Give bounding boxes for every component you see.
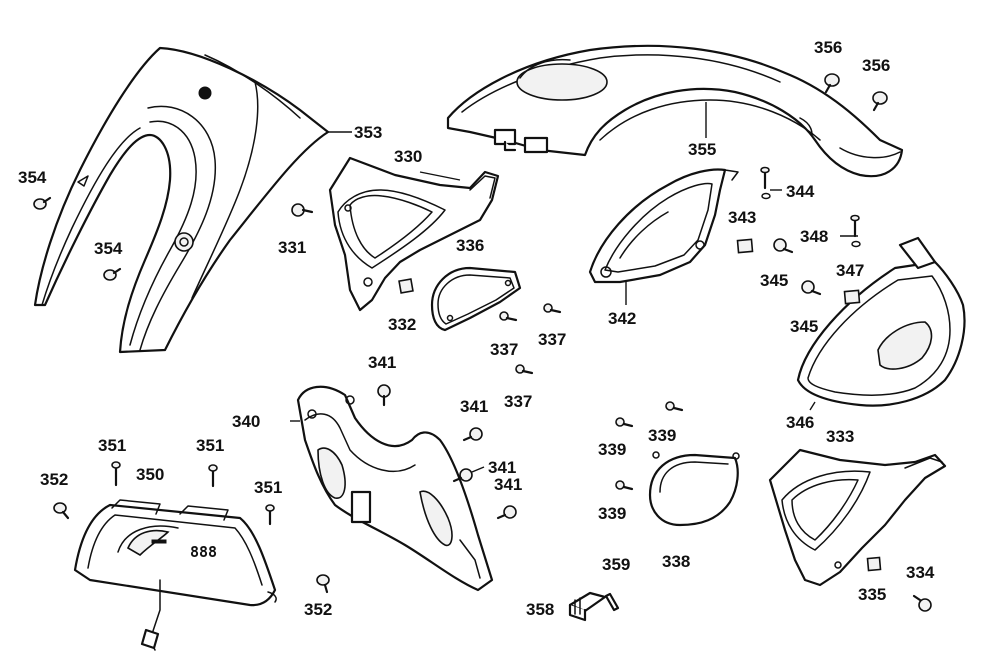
- part-right-upper-panel: [588, 168, 739, 284]
- part-number-341c: 341: [488, 458, 516, 477]
- screw-341b: [462, 427, 483, 442]
- part-number-350: 350: [136, 465, 164, 484]
- part-number-345b: 345: [790, 317, 818, 336]
- part-number-347: 347: [836, 261, 864, 280]
- part-left-lower-panel: [296, 385, 494, 592]
- bolt-348: [850, 214, 861, 248]
- screw-352a: [53, 502, 70, 520]
- nut-332: [398, 278, 414, 294]
- part-front-leg-shield: [33, 46, 330, 354]
- screw-356a: [824, 73, 840, 94]
- part-number-339b: 339: [648, 426, 676, 445]
- screw-337c: [515, 364, 534, 375]
- screw-352b: [316, 574, 330, 594]
- part-number-345a: 345: [760, 271, 788, 290]
- nut-343: [736, 238, 754, 254]
- part-number-336: 336: [456, 236, 484, 255]
- screw-334: [912, 594, 932, 612]
- part-number-354a: 354: [18, 168, 47, 187]
- part-number-340: 340: [232, 412, 260, 431]
- part-number-341d: 341: [494, 475, 522, 494]
- part-number-346: 346: [786, 413, 814, 432]
- screw-341a: [377, 384, 391, 407]
- part-pin-359: [604, 592, 620, 612]
- part-number-334: 334: [906, 563, 935, 582]
- part-number-359: 359: [602, 555, 630, 574]
- leader-lines: [290, 102, 858, 473]
- screw-339b: [665, 401, 684, 412]
- speedometer-digital-readout: 888: [190, 543, 217, 561]
- part-number-333: 333: [826, 427, 854, 446]
- screw-354b: [103, 267, 122, 281]
- part-number-labels: 353 354 354 330 331 332 336 337 337 337 …: [18, 38, 935, 619]
- screw-356b: [872, 91, 888, 112]
- part-number-352a: 352: [40, 470, 68, 489]
- nut-335: [866, 556, 882, 572]
- screw-345b: [801, 280, 822, 296]
- part-number-338: 338: [662, 552, 690, 571]
- screw-337b: [543, 303, 562, 314]
- part-right-inner-panel: [768, 448, 947, 587]
- part-number-354b: 354: [94, 239, 123, 258]
- screw-341d: [496, 505, 517, 520]
- part-number-351c: 351: [254, 478, 282, 497]
- part-clip-358: [568, 591, 607, 622]
- part-number-331: 331: [278, 238, 306, 257]
- screw-351c: [265, 504, 275, 526]
- screw-351b: [208, 464, 218, 488]
- bolt-344: [760, 166, 771, 200]
- part-number-337c: 337: [504, 392, 532, 411]
- part-number-355: 355: [688, 140, 716, 159]
- part-number-343: 343: [728, 208, 756, 227]
- part-number-332: 332: [388, 315, 416, 334]
- part-number-341a: 341: [368, 353, 396, 372]
- part-number-356a: 356: [814, 38, 842, 57]
- part-number-352b: 352: [304, 600, 332, 619]
- screw-331: [291, 203, 314, 217]
- part-number-344: 344: [786, 182, 815, 201]
- part-right-small-cover: [648, 451, 740, 527]
- part-number-358: 358: [526, 600, 554, 619]
- screw-354a: [33, 196, 52, 210]
- screw-339c: [615, 480, 634, 491]
- screw-351a: [111, 461, 121, 487]
- part-number-339a: 339: [598, 440, 626, 459]
- part-number-335: 335: [858, 585, 886, 604]
- part-left-small-cover: [430, 266, 522, 332]
- part-number-341b: 341: [460, 397, 488, 416]
- part-number-353: 353: [354, 123, 382, 142]
- part-number-337a: 337: [490, 340, 518, 359]
- part-number-351b: 351: [196, 436, 224, 455]
- part-number-342: 342: [608, 309, 636, 328]
- part-rear-cowl: [446, 44, 904, 178]
- screw-341c: [452, 468, 473, 483]
- nut-347: [843, 289, 861, 305]
- part-number-337b: 337: [538, 330, 566, 349]
- part-speedometer: 888: [73, 499, 277, 651]
- screw-339a: [615, 417, 634, 428]
- part-number-330: 330: [394, 147, 422, 166]
- part-number-356b: 356: [862, 56, 890, 75]
- part-number-339c: 339: [598, 504, 626, 523]
- part-number-348: 348: [800, 227, 828, 246]
- part-left-inner-panel: [328, 156, 500, 312]
- part-number-351a: 351: [98, 436, 126, 455]
- screw-337a: [499, 311, 518, 322]
- screw-345a: [773, 238, 794, 254]
- part-right-outer-cover: [796, 236, 966, 407]
